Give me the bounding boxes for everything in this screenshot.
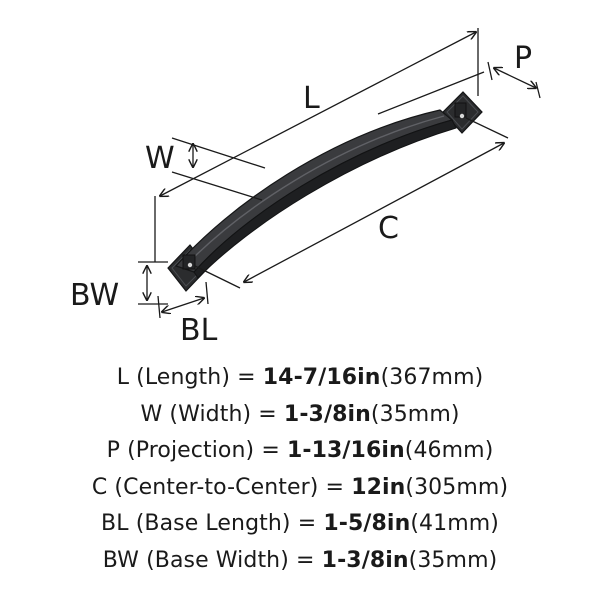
BL-dimension-line: [162, 298, 204, 312]
spec-row-projection: P (Projection) = 1-13/16in(46mm): [0, 433, 600, 470]
label-W: W: [145, 141, 175, 176]
spec-name: (Projection): [127, 438, 255, 463]
spec-metric: (41mm): [410, 511, 499, 536]
spec-metric: (367mm): [380, 365, 484, 390]
dimension-specs-list: L (Length) = 14-7/16in(367mm) W (Width) …: [0, 360, 600, 579]
label-C: C: [378, 211, 399, 246]
spec-symbol: BL: [101, 511, 129, 536]
spec-symbol: W: [140, 401, 163, 427]
spec-equals: =: [296, 547, 315, 573]
spec-metric: (46mm): [404, 438, 494, 463]
spec-imperial: 1-5/8in: [323, 511, 411, 536]
spec-row-base-width: BW (Base Width) = 1-3/8in(35mm): [0, 543, 600, 580]
cabinet-handle: [167, 91, 483, 292]
spec-row-length: L (Length) = 14-7/16in(367mm): [0, 360, 600, 397]
spec-equals: =: [325, 474, 345, 500]
spec-imperial: 1-3/8in: [321, 547, 409, 573]
spec-imperial: 1-13/16in: [286, 438, 405, 463]
spec-name: (Base Length): [135, 511, 291, 536]
spec-metric: (35mm): [370, 401, 460, 427]
left-screw-hole: [187, 262, 193, 268]
right-screw-hole: [459, 113, 465, 119]
P-dimension-line: [494, 68, 536, 88]
spec-row-width: W (Width) = 1-3/8in(35mm): [0, 397, 600, 434]
handle-dimension-diagram: L W P C BW BL: [70, 28, 541, 345]
spec-name: (Base Width): [146, 547, 289, 573]
spec-symbol: C: [91, 474, 108, 500]
spec-metric: (305mm): [405, 474, 509, 500]
spec-equals: =: [261, 438, 280, 463]
spec-metric: (35mm): [408, 547, 498, 573]
spec-row-center-to-center: C (Center-to-Center) = 12in(305mm): [0, 470, 600, 507]
label-L: L: [303, 81, 320, 116]
dimension-lines: [138, 28, 541, 319]
spec-name: (Center-to-Center): [114, 474, 319, 500]
C-dimension-line: [244, 143, 504, 282]
spec-symbol: P: [106, 438, 120, 463]
spec-imperial: 12in: [351, 474, 406, 500]
spec-row-base-length: BL (Base Length) = 1-5/8in(41mm): [0, 506, 600, 543]
label-P: P: [514, 41, 532, 76]
label-BW: BW: [70, 278, 119, 313]
handle-bar-side: [193, 119, 457, 279]
spec-name: (Length): [136, 365, 231, 390]
spec-name: (Width): [169, 401, 252, 427]
L-dimension-line: [160, 32, 476, 196]
spec-imperial: 14-7/16in: [262, 365, 381, 390]
spec-imperial: 1-3/8in: [283, 401, 371, 427]
label-BL: BL: [180, 313, 218, 345]
spec-equals: =: [258, 401, 277, 427]
spec-equals: =: [237, 365, 256, 390]
spec-symbol: L: [116, 365, 130, 390]
spec-equals: =: [297, 511, 317, 536]
spec-symbol: BW: [102, 547, 139, 573]
